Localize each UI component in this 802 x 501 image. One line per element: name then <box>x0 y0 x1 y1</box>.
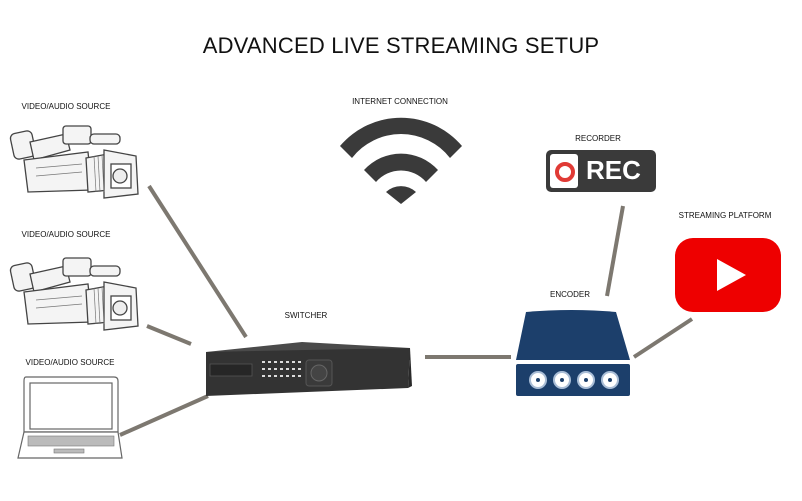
wifi-icon <box>340 117 462 204</box>
recorder-label: RECORDER <box>575 134 621 143</box>
rec-dot-icon <box>555 162 575 182</box>
wire-camera1-switcher <box>147 184 248 339</box>
encoder-label: ENCODER <box>549 290 591 299</box>
platform-label: STREAMING PLATFORM <box>678 211 772 220</box>
video-camera-icon <box>9 257 139 331</box>
camera1-label: VIDEO/AUDIO SOURCE <box>21 102 111 111</box>
diagram-title: ADVANCED LIVE STREAMING SETUP <box>202 33 600 58</box>
video-camera-icon <box>9 125 139 199</box>
switcher-label: SWITCHER <box>284 311 328 320</box>
rec-text: REC <box>586 155 641 185</box>
rec-dot-panel <box>550 154 578 188</box>
laptop-icon <box>17 376 123 459</box>
youtube-play-icon <box>675 238 781 312</box>
switcher-device-icon <box>206 342 412 396</box>
wire-encoder-recorder <box>605 205 625 297</box>
internet-label: INTERNET CONNECTION <box>352 97 448 106</box>
rec-icon: REC <box>546 150 656 192</box>
camera2-label: VIDEO/AUDIO SOURCE <box>21 230 111 239</box>
wire-laptop-switcher <box>119 394 209 437</box>
laptop-label: VIDEO/AUDIO SOURCE <box>25 358 115 367</box>
wire-camera2-switcher <box>146 324 192 346</box>
wire-encoder-platform <box>632 317 694 359</box>
encoder-device-icon <box>516 310 630 396</box>
